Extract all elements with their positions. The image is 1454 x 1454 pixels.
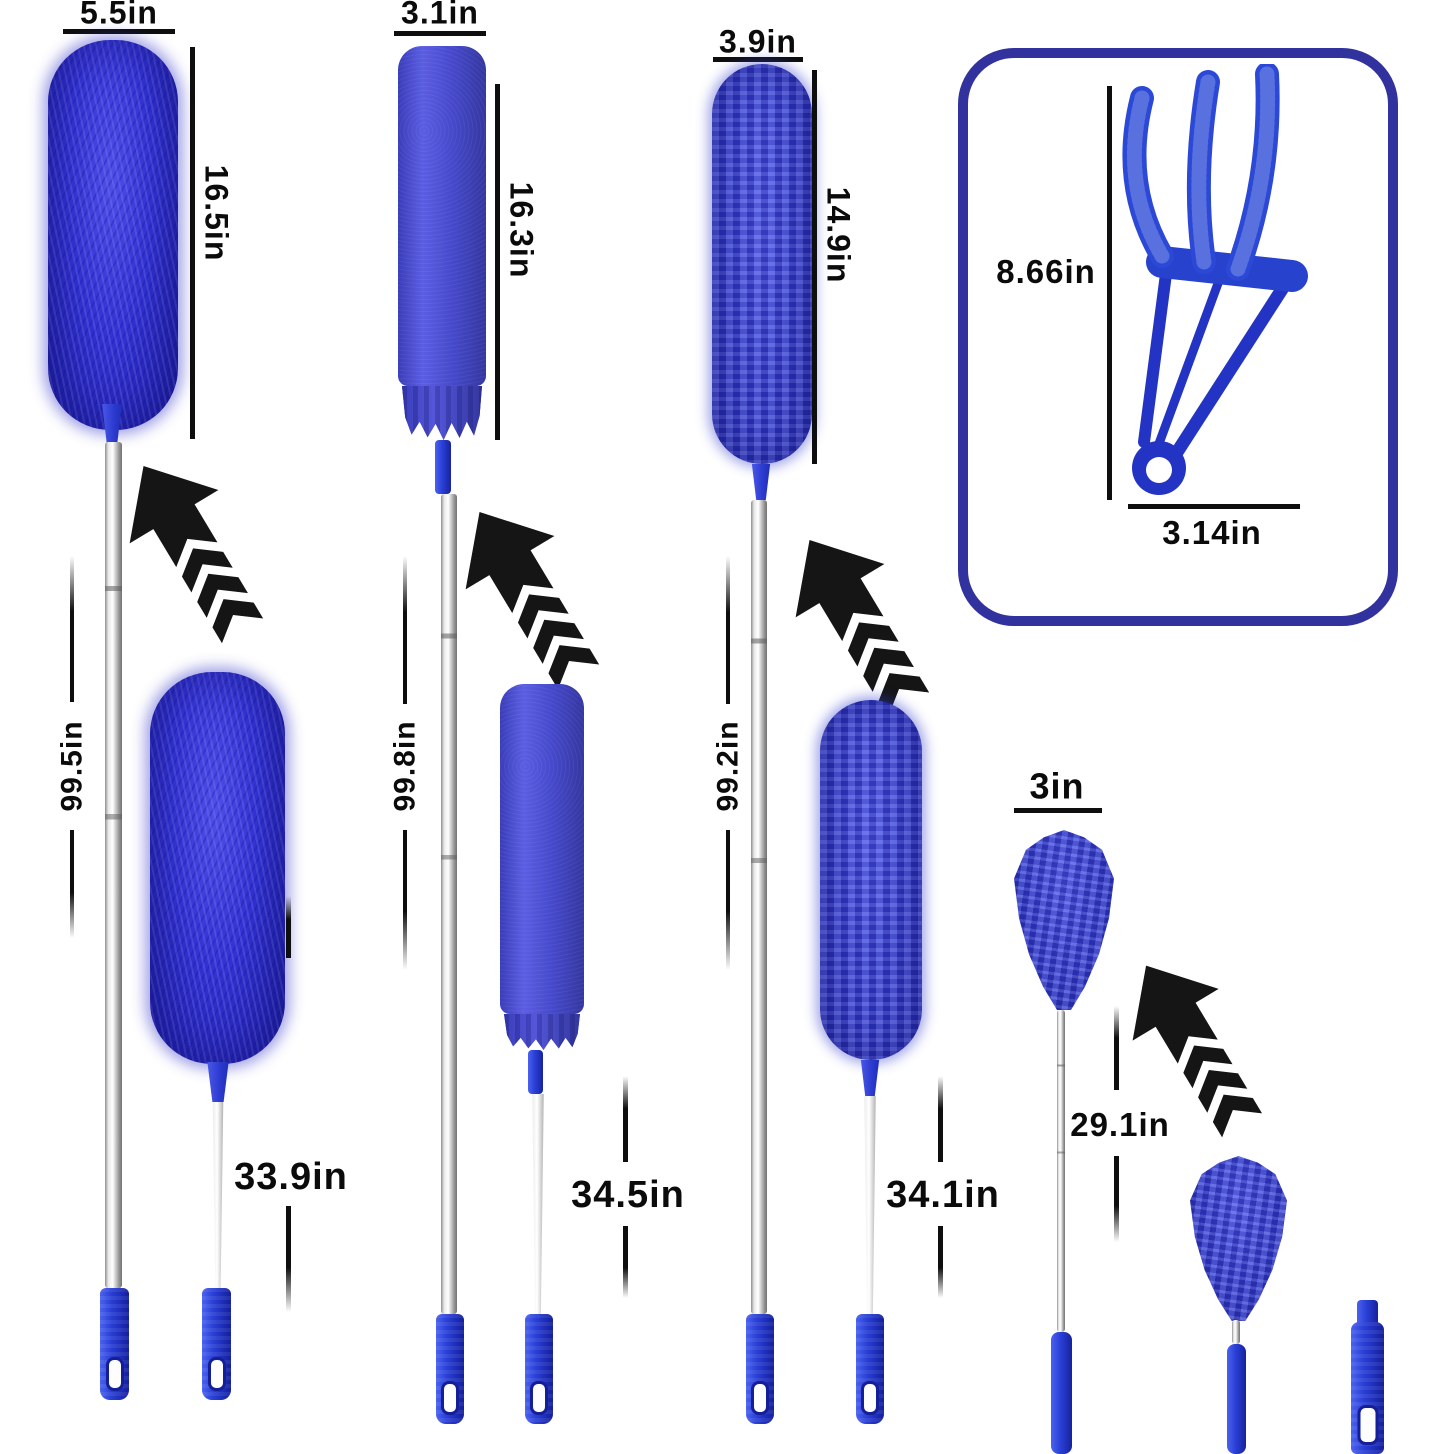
duster3-extended-line-upper (726, 556, 730, 704)
duster2-extended-line-lower (403, 830, 407, 970)
duster2-retracted-tick-upper (623, 1076, 628, 1162)
duster4-width-underline (1014, 808, 1102, 813)
duster1-retracted-length-label: 33.9in (234, 1156, 348, 1199)
duster3-extended-length-label: 99.2in (711, 720, 745, 812)
duster2-height-label: 16.3in (503, 181, 540, 279)
duster1-retracted-head (150, 672, 285, 1064)
duster2-retracted-handle (525, 1314, 553, 1424)
duster2-head-gather (402, 386, 482, 440)
duster2-retracted-gather (504, 1014, 580, 1050)
duster1-width-underline (63, 29, 175, 34)
duster1-height-label: 16.5in (198, 164, 235, 262)
duster3-retracted-head (820, 700, 922, 1060)
duster1-retracted-handle-hole (207, 1357, 226, 1391)
duster3-retracted-length-label: 34.1in (886, 1174, 1000, 1217)
duster1-retracted-tick-upper (286, 896, 291, 958)
duster3-retracted-handle (856, 1314, 884, 1424)
extend-arrow-icon (762, 511, 959, 737)
duster2-extended-length-label: 99.8in (388, 720, 422, 812)
duster3-handle-hole (751, 1381, 769, 1415)
duster4-width-label: 3in (1029, 765, 1085, 807)
blind-cleaner-width-label: 3.14in (1162, 513, 1262, 551)
duster1-retracted-tick-lower (286, 1206, 291, 1312)
duster3-height-label: 14.9in (820, 186, 857, 284)
duster3-width-label: 3.9in (719, 23, 797, 60)
duster1-width-label: 5.5in (80, 0, 158, 31)
duster1-extended-line-lower (70, 830, 74, 938)
spare-handle-hole (1357, 1405, 1378, 1445)
duster4-retracted-handle (1227, 1344, 1246, 1454)
duster2-width-underline (394, 31, 486, 36)
duster4-extended-tick-lower (1114, 1156, 1119, 1242)
duster1-handle (100, 1288, 129, 1400)
duster1-extended-line-upper (70, 556, 74, 702)
duster1-ferrule (102, 404, 122, 444)
duster1-height-line (190, 47, 195, 439)
duster3-handle (746, 1314, 774, 1424)
duster3-retracted-tick-lower (938, 1226, 943, 1298)
duster2-retracted-head (500, 684, 584, 1014)
duster2-height-line (495, 84, 500, 440)
duster1-retracted-pole (212, 1102, 224, 1288)
duster2-head (398, 46, 486, 386)
duster3-retracted-ferrule (860, 1060, 880, 1096)
duster2-retracted-pole (532, 1094, 544, 1314)
spare-handle (1351, 1322, 1384, 1454)
duster2-stick (435, 440, 451, 494)
duster1-head (48, 40, 178, 430)
duster1-extended-pole (105, 442, 122, 1288)
duster3-height-line (812, 70, 817, 464)
blind-cleaner-brush (1062, 64, 1342, 514)
duster2-handle (436, 1314, 464, 1424)
duster2-handle-hole (441, 1381, 459, 1415)
duster3-head (712, 64, 812, 464)
blind-cleaner-inset-box (958, 48, 1398, 626)
duster4-retracted-neck (1232, 1320, 1240, 1344)
extend-arrow-icon (432, 483, 629, 709)
duster1-retracted-handle (202, 1288, 231, 1400)
duster2-width-label: 3.1in (401, 0, 479, 31)
blind-cleaner-height-label: 8.66in (996, 252, 1096, 290)
duster4-extended-tick-upper (1114, 1006, 1119, 1090)
duster2-retracted-stick (528, 1050, 543, 1094)
duster3-ferrule (751, 464, 771, 500)
duster2-retracted-length-label: 34.5in (571, 1174, 685, 1217)
duster3-width-underline (713, 57, 803, 62)
duster3-retracted-tick-upper (938, 1076, 943, 1162)
extend-arrow-icon (1099, 937, 1291, 1157)
duster3-extended-pole (751, 500, 767, 1314)
duster1-extended-length-label: 99.5in (55, 720, 89, 812)
duster3-extended-line-lower (726, 830, 730, 970)
duster4-retracted-head (1190, 1156, 1287, 1321)
duster2-retracted-handle-hole (530, 1381, 548, 1415)
spare-handle-cap (1357, 1300, 1378, 1326)
extend-arrow-icon (96, 437, 293, 663)
duster2-extended-pole (441, 494, 457, 1314)
duster2-retracted-tick-lower (623, 1226, 628, 1298)
duster3-retracted-handle-hole (861, 1381, 879, 1415)
duster4-extended-length-label: 29.1in (1070, 1105, 1170, 1143)
blind-cleaner-height-line (1107, 86, 1112, 500)
duster4-handle (1051, 1332, 1072, 1454)
duster1-handle-hole (105, 1357, 124, 1391)
duster3-retracted-pole (864, 1096, 876, 1314)
blind-cleaner-width-line (1128, 504, 1300, 509)
duster4-head (1014, 830, 1114, 1010)
duster2-extended-line-upper (403, 556, 407, 704)
duster4-extended-pole (1057, 1010, 1065, 1332)
duster1-retracted-ferrule (207, 1062, 229, 1102)
